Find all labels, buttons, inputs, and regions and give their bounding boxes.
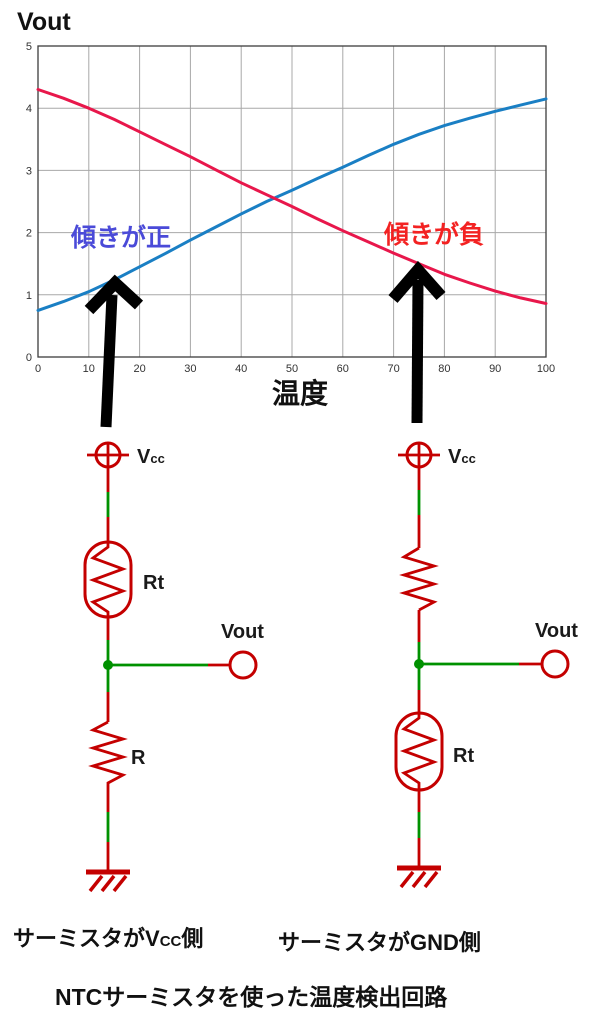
chart-gridlines [38, 46, 546, 357]
x-tick-label: 80 [438, 363, 450, 375]
wires [417, 467, 542, 867]
positive-slope-curve [36, 97, 548, 312]
vcc-terminal-icon [398, 441, 440, 469]
y-tick-label: 3 [26, 165, 32, 177]
plot-border [37, 45, 547, 358]
thermistor-icon [394, 711, 444, 792]
y-tick-label: 5 [26, 41, 32, 53]
y-axis-title: Vout [17, 8, 71, 36]
x-tick-label: 70 [387, 363, 399, 375]
vout-terminal-icon [228, 650, 258, 680]
chart-tick-labels: 0 10 20 30 40 50 60 70 80 90 100 0 1 2 3 4 5 [26, 41, 555, 375]
junction-dot [414, 659, 424, 669]
resistor-icon [88, 720, 128, 788]
x-axis-label: 温度 [272, 378, 328, 409]
ground-icon [397, 865, 441, 889]
chart: 0 10 20 30 40 50 60 70 80 90 100 0 1 2 3 4 5 傾きが正 傾きが負 温… [26, 41, 555, 409]
y-tick-label: 1 [26, 290, 32, 302]
x-tick-label: 20 [133, 363, 145, 375]
caption-left: サーミスタがVCC側 [13, 926, 203, 951]
arrow-to-negative-curve [388, 260, 446, 424]
x-tick-label: 40 [235, 363, 247, 375]
x-tick-label: 30 [184, 363, 196, 375]
annotation-positive-slope: 傾きが正 [70, 223, 171, 252]
annotation-negative-slope: 傾きが負 [383, 220, 484, 249]
circuit-thermistor-vcc-side: Vcc Rt Vout R [83, 441, 264, 893]
thermistor-icon [83, 540, 133, 619]
vcc-terminal-icon [87, 441, 129, 469]
vout-label: Vout [221, 621, 264, 643]
vcc-label: Vcc [137, 446, 165, 468]
x-tick-label: 60 [337, 363, 349, 375]
figure-title: NTCサーミスタを使った温度検出回路 [55, 984, 448, 1010]
y-tick-label: 4 [26, 103, 32, 115]
junction-dot [103, 660, 113, 670]
x-tick-label: 0 [35, 363, 41, 375]
caption-right: サーミスタがGND側 [278, 930, 481, 955]
x-tick-label: 100 [537, 363, 555, 375]
thermistor-label: Rt [453, 745, 474, 767]
wires [106, 467, 230, 871]
y-tick-label: 0 [26, 352, 32, 364]
circuit-thermistor-gnd-side: Vcc Vout Rt [394, 441, 578, 889]
arrow-to-positive-curve [84, 274, 144, 428]
negative-slope-curve [36, 88, 548, 305]
x-tick-label: 50 [286, 363, 298, 375]
vcc-label: Vcc [448, 446, 476, 468]
vout-terminal-icon [540, 649, 570, 679]
x-tick-label: 10 [83, 363, 95, 375]
y-tick-label: 2 [26, 228, 32, 240]
vout-label: Vout [535, 620, 578, 642]
thermistor-label: Rt [143, 572, 164, 594]
x-tick-label: 90 [489, 363, 501, 375]
ground-icon [86, 869, 130, 893]
resistor-icon [399, 546, 439, 612]
resistor-label: R [131, 747, 146, 769]
